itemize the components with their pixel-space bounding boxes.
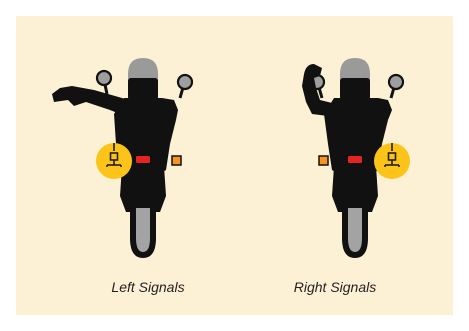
helmet xyxy=(340,58,370,82)
headlight-beam-icon xyxy=(384,143,400,167)
right-signal-motorcycle xyxy=(302,58,410,258)
headlight xyxy=(96,143,132,179)
head xyxy=(340,78,370,100)
left-signal-motorcycle xyxy=(52,58,194,258)
tire-tread xyxy=(136,208,150,252)
raised-arm xyxy=(302,64,336,116)
left-mirror xyxy=(95,69,113,95)
tire-tread xyxy=(348,208,362,252)
helmet xyxy=(128,58,158,82)
right-mirror xyxy=(387,73,405,99)
headlight-beam-icon xyxy=(106,143,122,167)
left-signals-caption: Left Signals xyxy=(111,279,185,295)
head xyxy=(128,78,158,100)
right-signals-caption: Right Signals xyxy=(293,279,377,295)
figure-canvas xyxy=(52,58,410,258)
right-mirror xyxy=(176,73,194,99)
turn-signal xyxy=(318,155,329,166)
headlight xyxy=(374,143,410,179)
turn-signal xyxy=(171,155,182,166)
tail-light xyxy=(136,156,150,163)
extended-arm xyxy=(52,86,128,114)
tail-light xyxy=(348,156,362,163)
signals-figure: Left Signals Right Signals xyxy=(16,16,453,315)
